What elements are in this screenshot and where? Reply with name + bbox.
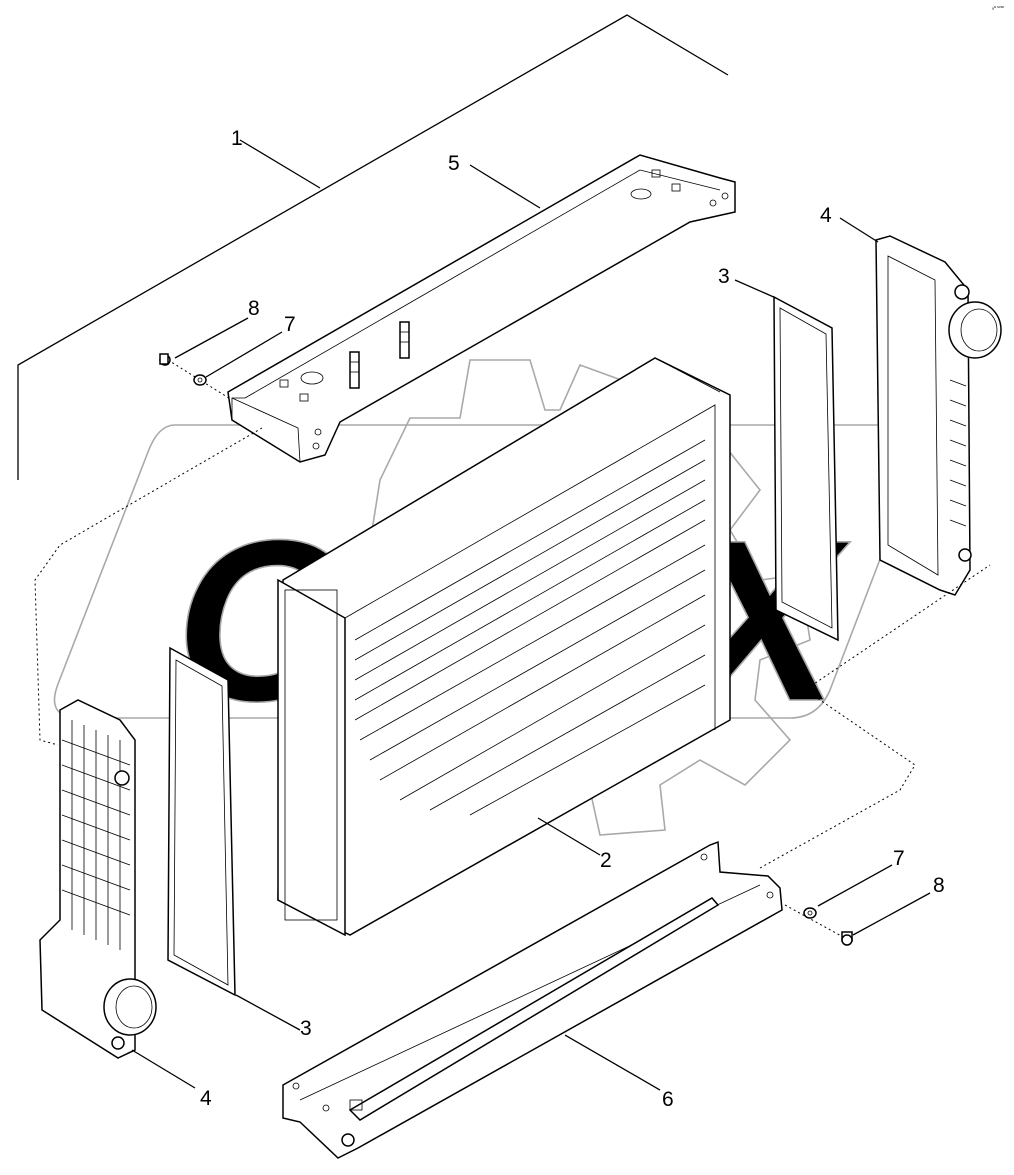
radiator-fins: [354, 439, 706, 816]
callout-1: 1: [231, 127, 243, 150]
left-tank-grid: [61, 720, 131, 950]
part-5-top-bracket: [227, 154, 736, 463]
assembly-bracket: [17, 14, 729, 480]
callout-6: 6: [662, 1088, 674, 1111]
callout-4-left: 4: [200, 1087, 212, 1110]
right-tank-ribs: [949, 379, 967, 527]
callout-4-right: 4: [820, 204, 832, 227]
callout-8-top: 8: [248, 297, 260, 320]
part-8-bolt-top: [159, 353, 171, 366]
callout-3-left: 3: [300, 1017, 312, 1040]
part-7-washer-top: [193, 374, 207, 386]
part-2-radiator-core: [277, 357, 731, 937]
callout-labels: 1 5 4 3 8 7 2 7 8 3 4 6: [200, 127, 945, 1111]
callout-3-right: 3: [718, 265, 730, 288]
callout-7-top: 7: [284, 313, 296, 336]
callout-8-bottom: 8: [933, 874, 945, 897]
callout-7-bottom: 7: [893, 847, 905, 870]
part-7-washer-bottom: [803, 907, 817, 919]
leader-lines: [131, 164, 931, 1091]
callout-5: 5: [448, 152, 460, 175]
corner-mark: ₐᵃ ˢᵒˢᵒ: [992, 5, 1004, 11]
part-4-right-tank: [875, 235, 1002, 596]
callout-2: 2: [600, 849, 612, 872]
part-3-gasket-left: [167, 646, 236, 997]
part-6-bottom-bracket: [282, 840, 783, 1159]
part-3-gasket-right: [773, 295, 839, 642]
dotted-assembly-lines: [34, 359, 991, 939]
part-4-left-tank: [39, 699, 157, 1059]
part-8-bolt-bottom: [841, 931, 853, 946]
